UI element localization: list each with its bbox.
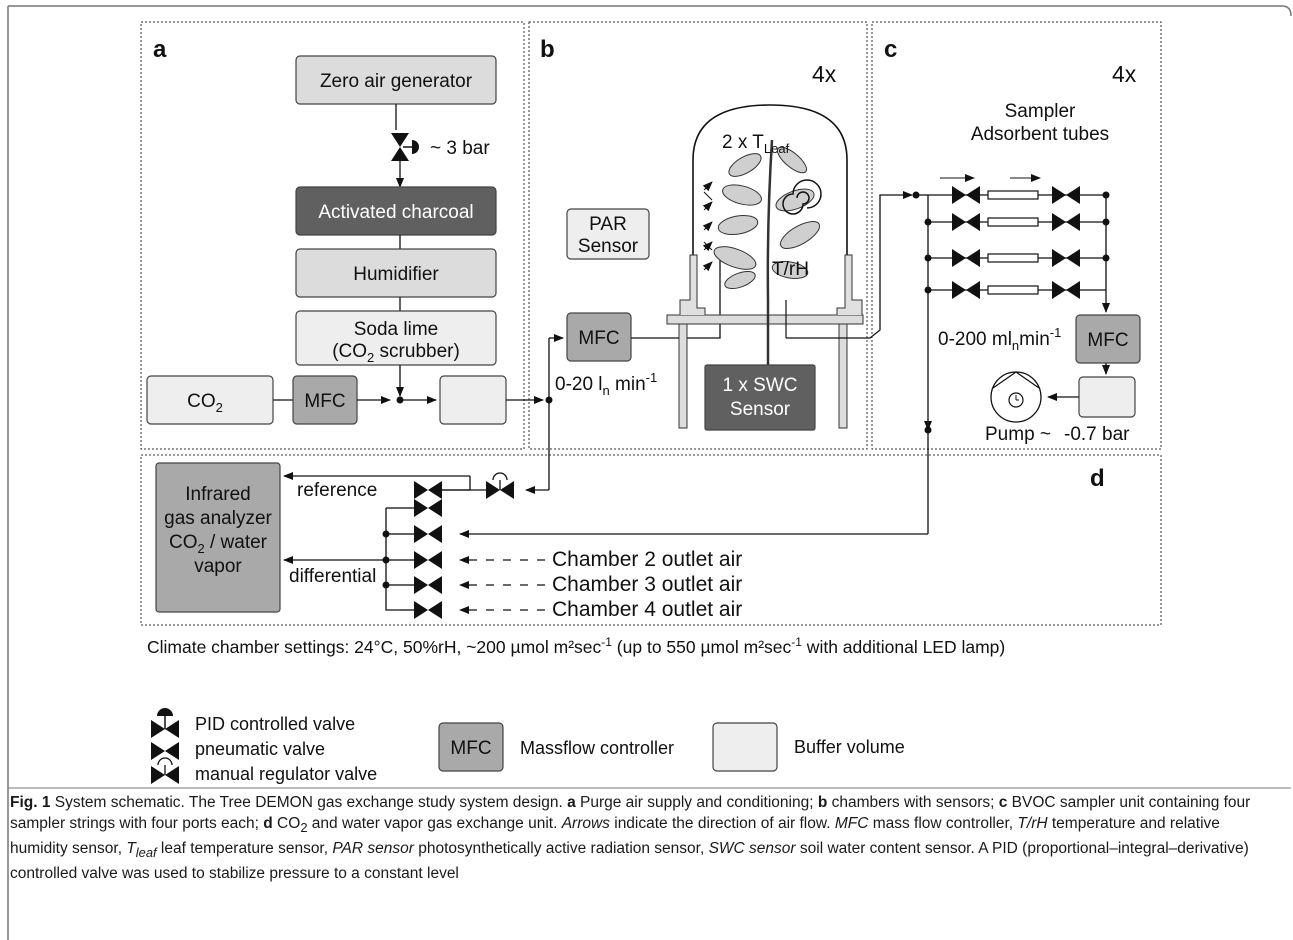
chamber-base-plate [666,314,864,325]
buffer-volume-c [1078,376,1136,418]
legend-manual-label: manual regulator valve [195,764,377,784]
differential-label: differential [289,566,376,587]
chamber-leg-right [838,323,848,429]
chamber-2-outlet-label: Chamber 2 outlet air [552,548,742,571]
tleaf-label: 2 x TLeaf [722,132,790,156]
panel-letter-c: c [884,36,897,63]
chamber-4-outlet-label: Chamber 4 outlet air [552,598,742,621]
mfc-box-a: MFC [292,375,358,425]
svg-text:Soda lime: Soda lime [354,319,439,340]
sampler-label: Sampler [1005,101,1076,122]
air-flow-arrows [702,181,713,272]
panel-c-multiplier: 4x [1112,61,1137,87]
plant-illustration [713,139,821,430]
svg-text:Infrared: Infrared [185,484,250,505]
panel-letter-d: d [1090,465,1105,492]
svg-text:gas analyzer: gas analyzer [164,508,272,529]
panel-a-border [140,21,525,450]
mfc-box-b: MFC [566,312,632,362]
svg-text:MFC: MFC [450,738,491,759]
svg-text:Activated charcoal: Activated charcoal [318,202,473,223]
panel-letter-a: a [153,36,167,63]
panel-letter-b: b [540,36,555,63]
svg-text:MFC: MFC [1087,330,1128,351]
mfc-box-c: MFC [1075,314,1141,364]
infrared-gas-analyzer-box: Infrared gas analyzer CO2 / water vapor [155,462,281,613]
svg-text:CO2: CO2 [187,391,223,415]
legend-mfc-label: Massflow controller [520,738,674,758]
legend: PID controlled valve pneumatic valve man… [151,708,905,784]
co2-box: CO2 [146,375,274,425]
legend-buffer-swatch [712,722,778,772]
pid-valve-legend-icon [151,708,179,738]
panel-b-multiplier: 4x [812,61,837,87]
figure-border [8,5,1292,17]
humidifier-box: Humidifier [295,248,497,298]
flow-c-label: 0-200 mlnmin-1 [938,325,1061,353]
svg-text:MFC: MFC [304,391,345,412]
figure-caption: Fig. 1 System schematic. The Tree DEMON … [10,794,1251,883]
panel-c-border [871,21,1162,450]
panel-d-border [140,454,1162,626]
pressure-3-bar-label: ~ 3 bar [430,138,490,159]
legend-pid-label: PID controlled valve [195,714,355,734]
manual-valve-legend-icon [151,757,179,784]
zero-air-generator-box: Zero air generator [295,55,497,105]
svg-text:MFC: MFC [578,328,619,349]
svg-text:PAR: PAR [589,214,627,235]
svg-text:CO2 / water: CO2 / water [169,532,268,556]
svg-text:(CO2 scrubber): (CO2 scrubber) [332,341,460,365]
pneumatic-valve-legend-icon [151,742,179,760]
reference-label: reference [297,480,377,501]
climate-settings-text: Climate chamber settings: 24°C, 50%rH, ~… [147,635,1005,657]
caption-fig-number: Fig. 1 [10,794,51,811]
svg-text:Zero air generator: Zero air generator [320,71,473,92]
soda-lime-box: Soda lime (CO2 scrubber) [295,310,497,366]
trh-label: T/rH [772,259,809,280]
chamber-dome [692,104,848,315]
activated-charcoal-box: Activated charcoal [295,186,497,236]
legend-mfc-swatch [438,722,504,772]
flow-b-label: 0-20 ln min-1 [555,370,657,398]
par-sensor-box: PAR Sensor [566,208,650,260]
legend-buffer-label: Buffer volume [794,737,905,757]
panel-b-border [528,21,868,450]
svg-text:Sensor: Sensor [578,236,639,257]
adsorbent-tubes-label: Adsorbent tubes [971,124,1109,145]
svg-text:Humidifier: Humidifier [353,264,439,285]
pump-icon [990,371,1042,423]
swc-sensor-box: 1 x SWC Sensor [704,364,816,431]
fan-icon [782,179,822,215]
chamber-3-outlet-label: Chamber 3 outlet air [552,573,742,596]
chamber-leg-left [678,323,688,429]
legend-pneumatic-label: pneumatic valve [195,739,325,759]
pump-label: Pump ~ [985,424,1051,445]
buffer-volume-a [439,375,507,425]
svg-text:vapor: vapor [194,556,242,577]
vacuum-pressure-label: -0.7 bar [1064,424,1130,445]
svg-text:1 x SWC: 1 x SWC [723,375,798,396]
svg-text:Sensor: Sensor [730,399,791,420]
